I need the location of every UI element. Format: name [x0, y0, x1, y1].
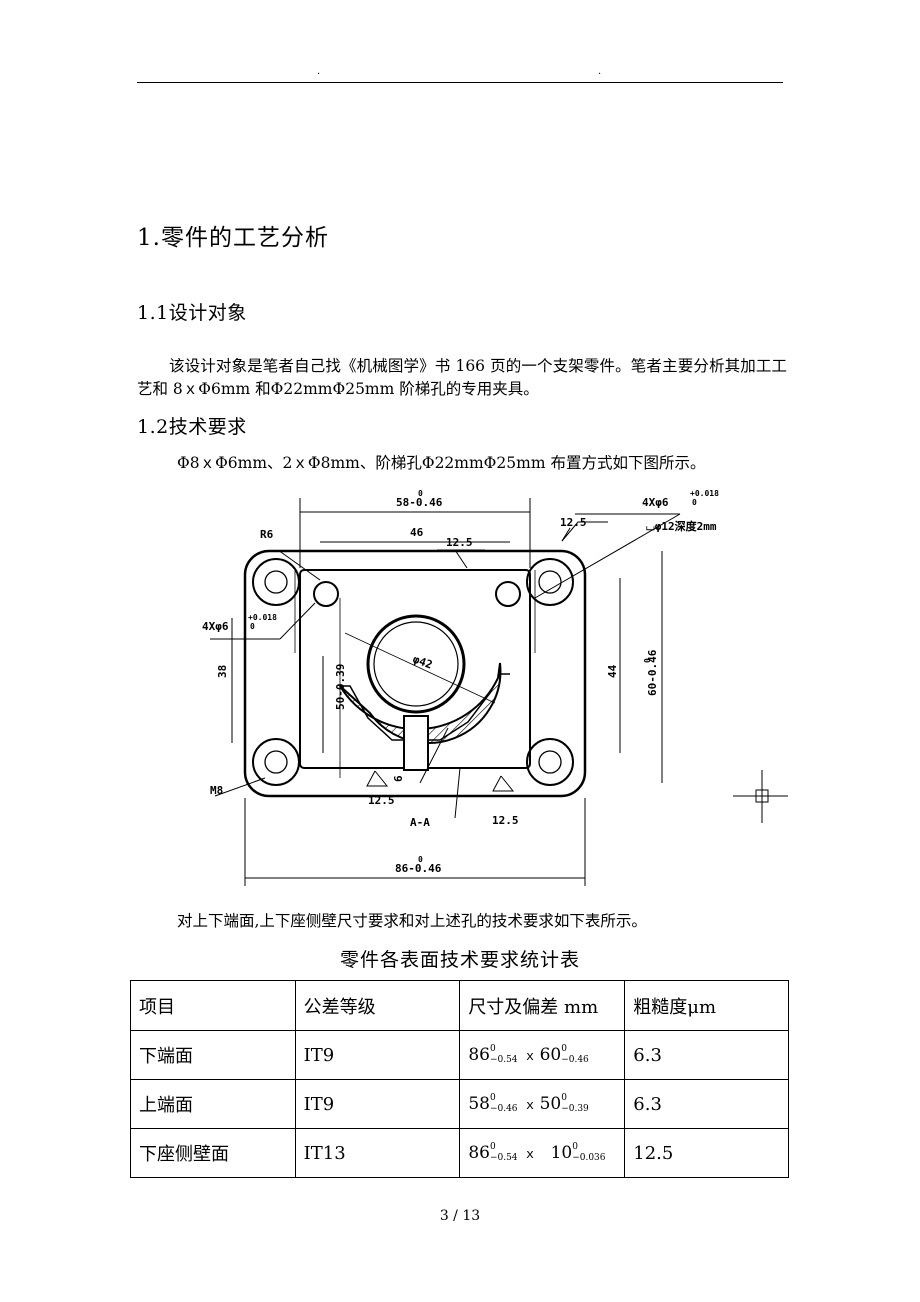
hole-spec-left: 4Xφ6: [202, 620, 229, 633]
hole-spec-top-tol: +0.018: [690, 489, 719, 498]
tol-upper: 0: [489, 1044, 496, 1055]
dim-top-width-sup: 0: [418, 489, 423, 498]
header-dot-right: .: [598, 66, 602, 77]
hole-spec-top-tol0: 0: [692, 498, 697, 507]
dim-bottom-width-sup: 0: [418, 855, 423, 864]
hole-spec-top: 4Xφ6: [642, 496, 669, 509]
times-sign: ｘ: [523, 1048, 537, 1064]
header-rule: [137, 82, 783, 83]
rough-top-right: 12.5: [560, 516, 587, 529]
section-1-1-title: 1.1设计对象: [137, 302, 247, 324]
dim-right-60: 60-0.46: [646, 649, 659, 696]
table-title: 零件各表面技术要求统计表: [339, 949, 580, 971]
section-1-2-title: 1.2技术要求: [137, 416, 247, 438]
dim-right-44: 44: [606, 664, 619, 678]
tol-upper: 0: [561, 1044, 567, 1055]
cell-roughness: 12.5: [624, 1128, 789, 1178]
tol-lower: −0.036: [572, 1153, 606, 1164]
dim-six: 6: [392, 775, 405, 782]
rough-bottom-left: 12.5: [368, 794, 395, 807]
base-outline: [243, 549, 587, 798]
dim-right-60-sup: 0: [643, 658, 652, 663]
header-roughness: 粗糙度μm: [624, 980, 789, 1031]
tol-upper: 0: [572, 1142, 578, 1153]
times-sign: ｘ: [523, 1146, 537, 1162]
tol-lower: −0.46: [561, 1055, 589, 1066]
tol-upper: 0: [489, 1093, 496, 1104]
cell-item: 下端面: [130, 1030, 296, 1080]
counterbore-spec: ⌴φ12深度2mm: [646, 519, 717, 533]
tol-upper: 0: [561, 1093, 567, 1104]
times-sign: ｘ: [523, 1097, 537, 1113]
dim-value: 58: [468, 1093, 490, 1114]
tol-lower: −0.54: [489, 1055, 518, 1066]
dim-left-38: 38: [216, 665, 229, 678]
tol-lower: −0.46: [489, 1104, 518, 1115]
cell-roughness: 6.3: [624, 1079, 789, 1129]
hole-spec-left-tol0: 0: [250, 622, 255, 631]
rough-top: 12.5: [446, 536, 473, 549]
section-1-title: 1.零件的工艺分析: [137, 225, 329, 251]
table-intro-text: 对上下端面,上下座侧壁尺寸要求和对上述孔的技术要求如下表所示。: [177, 912, 647, 930]
dim-value: 60: [539, 1044, 562, 1065]
dim-value: 10: [550, 1142, 573, 1163]
cell-grade: IT9: [294, 1030, 461, 1080]
section-label: A-A: [410, 816, 430, 829]
header-dimension: 尺寸及偏差 mm: [459, 980, 626, 1031]
page-number: 3 / 13: [439, 1208, 481, 1224]
dim-radius: R6: [260, 528, 274, 541]
header-item: 项目: [130, 980, 296, 1031]
dim-inner-46: 46: [410, 526, 424, 539]
rough-bottom-right: 12.5: [492, 814, 519, 827]
dim-value: 86: [468, 1142, 490, 1163]
dim-center-50: 50-0.39: [334, 664, 347, 710]
cell-item: 下座侧壁面: [130, 1128, 296, 1178]
section-1-1-paragraph: 该设计对象是笔者自己找《机械图学》书 166 页的一个支架零件。笔者主要分析其加…: [137, 357, 787, 398]
section-1-2-paragraph: Φ8ｘΦ6mm、2ｘΦ8mm、阶梯孔Φ22mmΦ25mm 布置方式如下图所示。: [177, 454, 706, 472]
tol-upper: 0: [489, 1142, 496, 1153]
table-header-row: 项目 公差等级 尺寸及偏差 mm 粗糙度μm: [130, 980, 789, 1031]
cell-item: 上端面: [130, 1079, 296, 1129]
header-grade: 公差等级: [294, 980, 461, 1031]
dim-value: 50: [539, 1093, 562, 1114]
tol-lower: −0.39: [561, 1104, 589, 1115]
header-dot-left: .: [317, 66, 321, 77]
dim-diameter-42: φ42: [411, 653, 434, 672]
cell-grade: IT9: [294, 1079, 461, 1129]
bracket-technical-drawing: 58-0.46 0 46 12.5 12.5 4Xφ6 +0.018 0 ⌴φ1…: [202, 489, 788, 886]
dim-bottom-width: 86-0.46: [395, 862, 442, 875]
cell-roughness: 6.3: [624, 1030, 789, 1080]
tol-lower: −0.54: [489, 1153, 518, 1164]
cell-grade: IT13: [294, 1128, 461, 1178]
dim-value: 86: [468, 1044, 490, 1065]
hole-spec-left-tol: +0.018: [248, 613, 277, 622]
label-m8: M8: [210, 784, 223, 797]
dim-top-width: 58-0.46: [396, 496, 443, 509]
